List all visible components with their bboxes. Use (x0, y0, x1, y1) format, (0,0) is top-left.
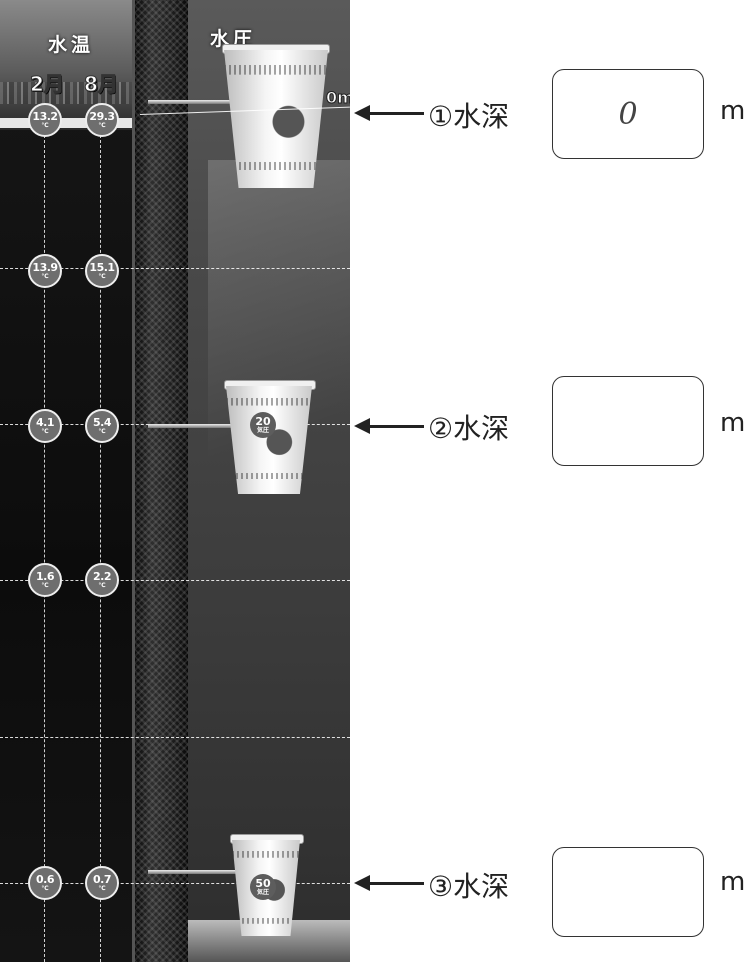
cup-rod (148, 424, 236, 428)
temp-badge-aug: 15.1℃ (85, 254, 119, 288)
temp-badge-aug: 0.7℃ (85, 866, 119, 900)
unit-label-3: m (720, 867, 746, 897)
sky-background (0, 0, 145, 130)
temp-badge-aug: 5.4℃ (85, 409, 119, 443)
question-label-3: ③水深 (428, 870, 510, 903)
temp-badge-feb: 1.6℃ (28, 563, 62, 597)
aug-column-line (100, 125, 101, 962)
surface-depth-label: 0m (326, 88, 350, 108)
question-label-2: ②水深 (428, 412, 510, 445)
temperature-heading: 水温 (48, 34, 95, 56)
unit-label-2: m (720, 408, 746, 438)
deep-sea-pressure-photo: 水温 水圧 2月 8月 0m 13.2℃ 29.3℃ 13.9℃ 15.1℃ 4… (0, 0, 350, 962)
pointer-arrow (354, 418, 424, 434)
surface-band (0, 118, 140, 128)
month-aug: 8月 (84, 72, 119, 97)
question-label-1: ①水深 (428, 100, 510, 133)
depth-line (0, 737, 350, 738)
cup-rod (148, 870, 240, 874)
temp-badge-feb: 0.6℃ (28, 866, 62, 900)
pointer-arrow (354, 105, 424, 121)
depth-line (0, 268, 350, 269)
temp-badge-feb: 4.1℃ (28, 409, 62, 443)
temp-badge-feb: 13.2℃ (28, 103, 62, 137)
temp-badge-feb: 13.9℃ (28, 254, 62, 288)
temp-badge-aug: 29.3℃ (85, 103, 119, 137)
cup-rod (148, 100, 240, 104)
answer-value-1: 0 (618, 96, 638, 132)
answer-box-2[interactable] (552, 376, 704, 466)
depth-line (0, 883, 350, 884)
depth-line (0, 580, 350, 581)
answer-box-3[interactable] (552, 847, 704, 937)
unit-label-1: m (720, 96, 746, 126)
month-feb: 2月 (30, 72, 65, 97)
pointer-arrow (354, 875, 424, 891)
noodle-cup-surface (224, 50, 328, 188)
answer-box-1[interactable]: 0 (552, 69, 704, 159)
mesh-pillar (132, 0, 194, 962)
temp-badge-aug: 2.2℃ (85, 563, 119, 597)
feb-column-line (44, 125, 45, 962)
noodle-cup-mid (226, 386, 312, 494)
